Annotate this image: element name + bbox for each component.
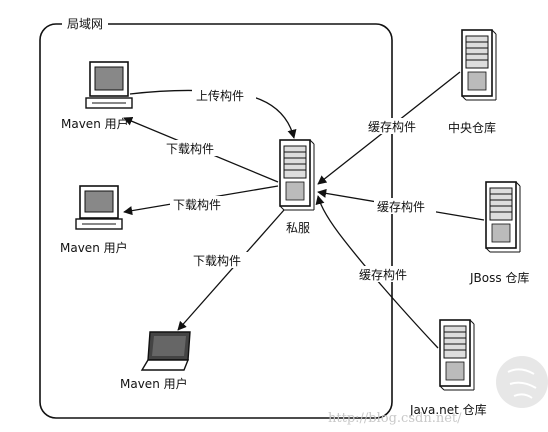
download-bottom-arrow: [177, 209, 285, 331]
user-middle-label: Maven 用户: [60, 240, 128, 255]
desktop-computer-icon: [75, 185, 123, 230]
user-top-label: Maven 用户: [61, 116, 129, 131]
server-tower-icon: [485, 181, 521, 253]
lan-boundary: [39, 23, 393, 419]
central-repo-label: 中央仓库: [448, 120, 496, 135]
watermark-text: http://blog.csdn.net/: [328, 411, 462, 426]
download-bottom-label: 下载构件: [193, 253, 241, 268]
server-tower-icon: [279, 139, 315, 211]
watermark-logo: [496, 356, 548, 408]
laptop-icon: [140, 331, 191, 371]
server-tower-icon: [461, 29, 497, 101]
lan-label-bg: [62, 16, 108, 32]
download-middle-label: 下载构件: [173, 197, 221, 212]
cache-central-label: 缓存构件: [368, 119, 416, 134]
user-bottom-label: Maven 用户: [120, 376, 188, 391]
cache-javanet-label: 缓存构件: [359, 267, 407, 282]
desktop-computer-icon: [85, 61, 133, 109]
upload-label: 上传构件: [196, 88, 244, 103]
cache-javanet-arrow: [315, 195, 439, 349]
lan-label: 局域网: [67, 17, 103, 31]
jboss-repo-label: JBoss 仓库: [469, 270, 529, 285]
server-tower-icon: [439, 319, 475, 391]
javanet-repo-label: Java.net 仓库: [409, 402, 487, 417]
cache-jboss-label: 缓存构件: [377, 199, 425, 214]
download-top-label: 下载构件: [166, 141, 214, 156]
private-server-label: 私服: [286, 221, 310, 235]
